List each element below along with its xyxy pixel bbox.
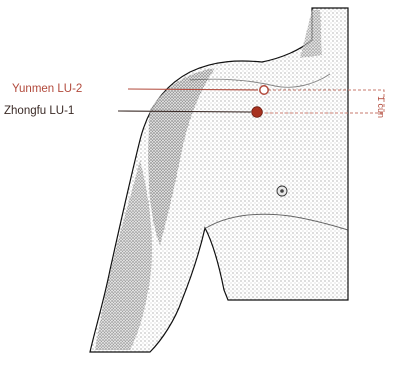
lu1-point-marker: [252, 107, 263, 118]
lu1-label: Zhongfu LU-1: [4, 104, 74, 118]
nipple-icon: [277, 186, 287, 196]
cun-distance-label: 1 cun: [376, 96, 386, 118]
lu2-label: Yunmen LU-2: [12, 82, 82, 96]
lu2-point-marker: [260, 86, 268, 94]
neck-shading: [300, 10, 322, 58]
